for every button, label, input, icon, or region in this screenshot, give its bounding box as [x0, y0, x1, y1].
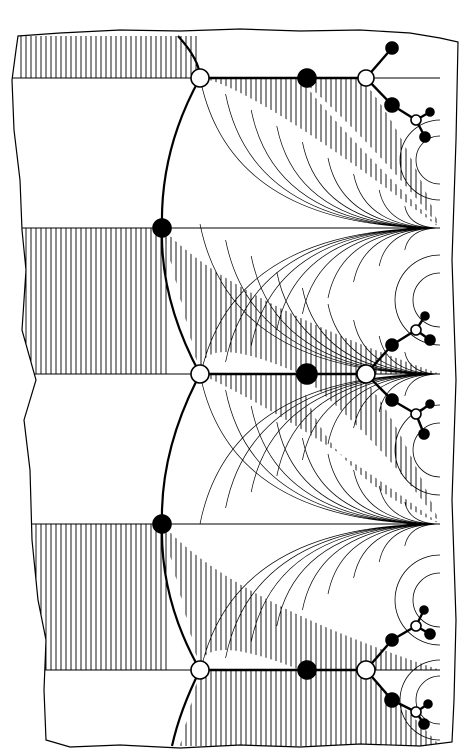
- hatched-band-0: [18, 36, 198, 78]
- filled-vertex-7: [419, 131, 431, 143]
- open-vertex-2: [357, 69, 375, 87]
- open-vertex-9: [190, 364, 210, 384]
- filled-vertex-6: [425, 107, 435, 117]
- open-vertex-11: [356, 364, 376, 384]
- hatched-lune-2: [200, 374, 440, 524]
- open-vertex-17: [410, 408, 422, 420]
- hatched-regions: [18, 36, 440, 746]
- arc-upper-0-8: [404, 205, 441, 229]
- filled-vertex-10: [296, 363, 318, 385]
- tiling-group: [12, 35, 441, 747]
- graph-vertices: [152, 41, 436, 730]
- filled-vertex-30: [423, 699, 433, 709]
- boundary-halfdisc-inner-3: [412, 572, 441, 628]
- filled-vertex-1: [297, 68, 317, 88]
- arc-lower-2-8: [404, 523, 441, 547]
- open-vertex-25: [410, 620, 422, 632]
- open-vertex-29: [410, 706, 422, 718]
- filled-vertex-3: [385, 41, 399, 55]
- filled-vertex-28: [384, 692, 400, 708]
- arc-upper-2-8: [404, 501, 441, 525]
- arc-lower-0-8: [404, 227, 441, 251]
- open-vertex-5: [410, 114, 422, 126]
- filled-vertex-26: [419, 605, 429, 615]
- hatched-lune-4: [300, 78, 440, 228]
- open-vertex-23: [356, 660, 376, 680]
- filled-vertex-8: [152, 218, 172, 238]
- hatched-band-1: [18, 228, 168, 374]
- open-vertex-21: [190, 660, 210, 680]
- hatched-lune-5: [300, 374, 440, 524]
- open-vertex-13: [410, 324, 422, 336]
- filled-vertex-18: [425, 399, 435, 409]
- hatched-lune-1: [162, 228, 440, 374]
- filled-vertex-14: [420, 311, 430, 321]
- filled-vertex-22: [297, 660, 317, 680]
- boundary-halfdisc-3: [394, 554, 441, 646]
- filled-vertex-12: [385, 338, 399, 352]
- open-vertex-0: [190, 68, 210, 88]
- hatched-lune-6: [300, 670, 440, 746]
- filled-vertex-4: [384, 97, 400, 113]
- arc-lower-1-8: [404, 373, 441, 397]
- boundary-halfdisc-inner-2: [412, 422, 441, 478]
- boundary-halfdisc-4: [399, 659, 441, 741]
- filled-vertex-15: [424, 334, 436, 346]
- boundary-halfdisc-inner-1: [412, 272, 441, 328]
- hatched-lune-7: [180, 670, 300, 746]
- filled-vertex-31: [418, 718, 430, 730]
- boundary-halfdisc-0: [399, 119, 441, 201]
- filled-vertex-27: [424, 628, 436, 640]
- filled-vertex-24: [385, 633, 399, 647]
- boundary-halfdisc-inner-4: [415, 675, 441, 725]
- arc-upper-1-8: [404, 351, 441, 375]
- hatched-lune-0: [200, 78, 440, 228]
- filled-vertex-16: [385, 393, 399, 407]
- hatched-lune-3: [162, 524, 440, 670]
- boundary-halfdisc-1: [394, 254, 441, 346]
- filled-vertex-19: [418, 428, 430, 440]
- filled-vertex-20: [152, 514, 172, 534]
- hatched-band-2: [18, 524, 168, 670]
